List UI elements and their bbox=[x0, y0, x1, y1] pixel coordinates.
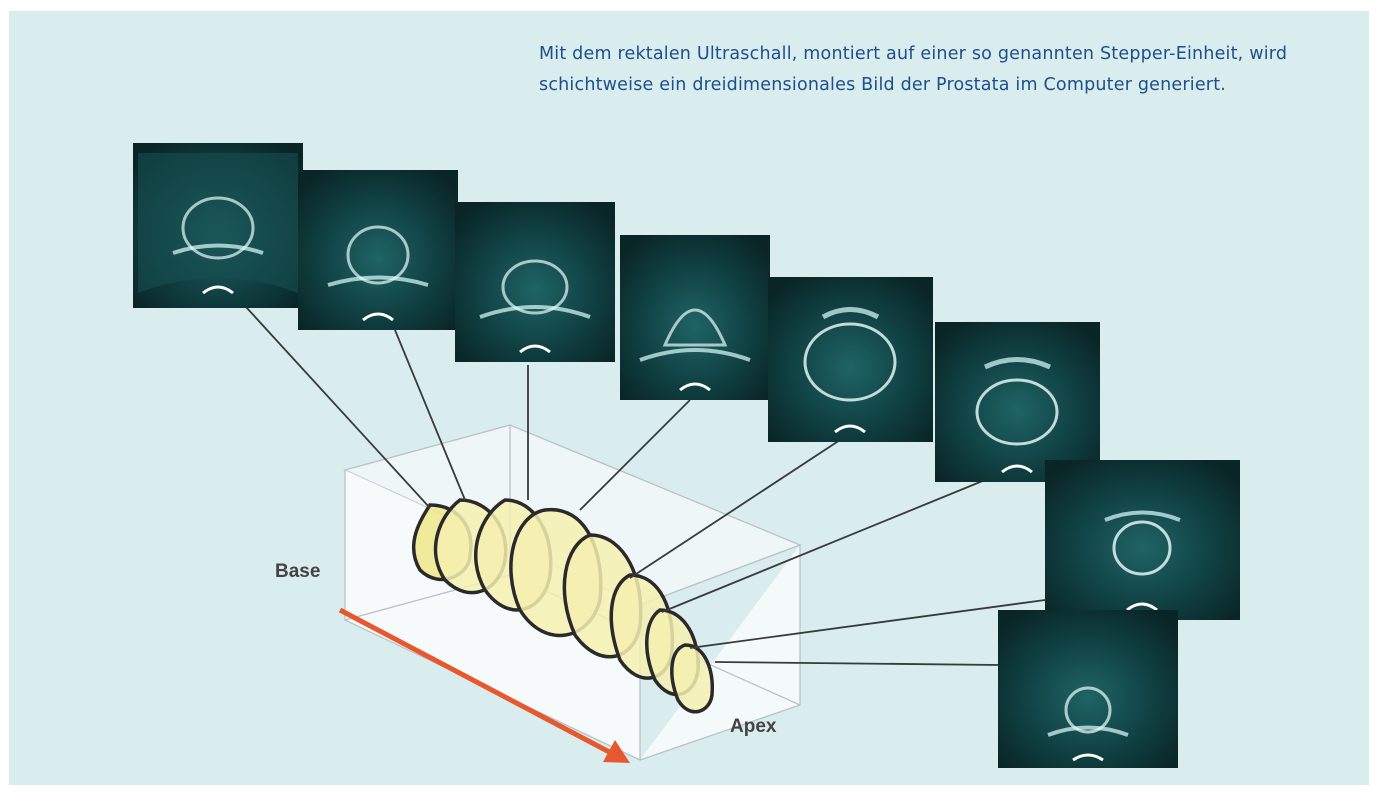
ultrasound-image-7 bbox=[1045, 460, 1240, 620]
ultrasound-image-8 bbox=[998, 610, 1178, 768]
label-base: Base bbox=[275, 561, 320, 582]
label-apex: Apex bbox=[730, 716, 777, 737]
ultrasound-image-5 bbox=[768, 277, 933, 442]
ultrasound-image-1 bbox=[133, 143, 303, 308]
ultrasound-image-3 bbox=[455, 202, 615, 362]
ultrasound-image-4 bbox=[620, 235, 770, 400]
ultrasound-image-6 bbox=[935, 322, 1100, 482]
ultrasound-image-2 bbox=[298, 170, 458, 330]
slice-8 bbox=[672, 645, 712, 712]
